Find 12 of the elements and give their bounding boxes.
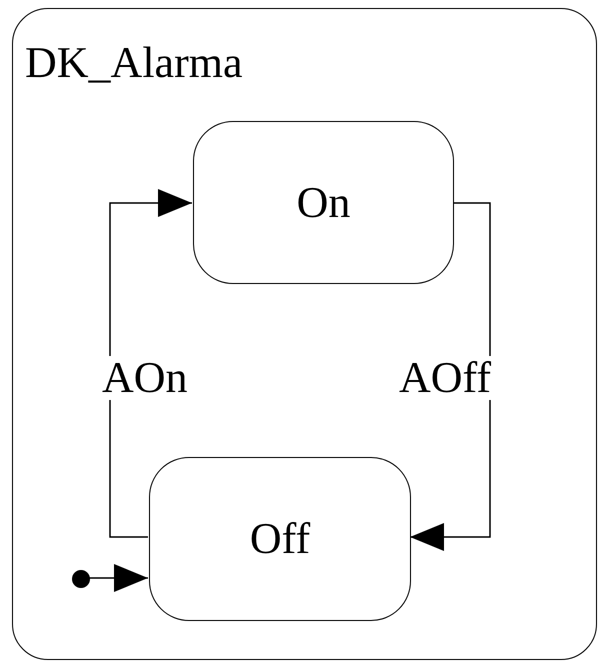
edge-label: AOn xyxy=(100,356,190,400)
transition-arrow xyxy=(89,564,148,592)
transition-arrow xyxy=(109,189,192,538)
initial-state-dot xyxy=(72,570,90,588)
edge-label: AOff xyxy=(397,356,494,400)
state-name: On xyxy=(296,180,350,224)
state-box xyxy=(149,457,411,621)
transition-arrow xyxy=(410,202,491,551)
composite-state xyxy=(12,8,597,660)
state-name: Off xyxy=(250,517,310,561)
state-box xyxy=(193,121,454,284)
state-name: DK_Alarma xyxy=(25,41,242,85)
